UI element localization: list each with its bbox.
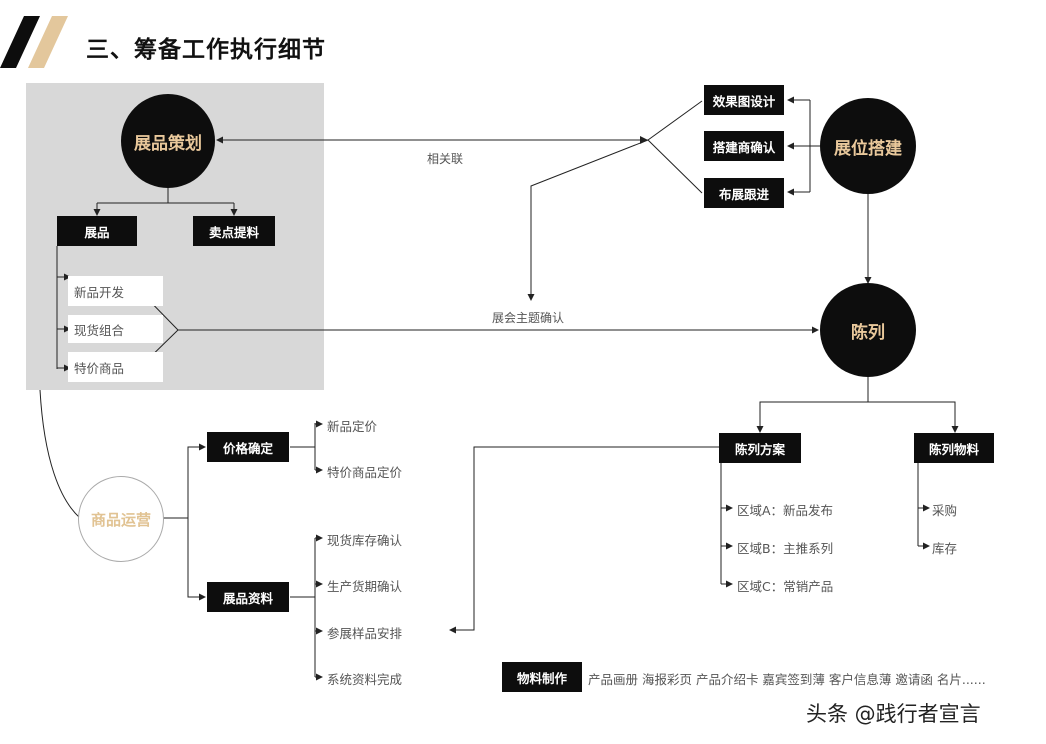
price-item-special: 特价商品定价	[327, 465, 403, 480]
display-material-item-stock: 库存	[932, 541, 958, 556]
data-item-sample: 参展样品安排	[327, 626, 403, 641]
booth-item-builder: 搭建商确认	[704, 131, 784, 161]
data-box: 展品资料	[207, 582, 289, 612]
planning-circle: 展品策划	[121, 94, 215, 188]
operation-circle: 商品运营	[78, 476, 164, 562]
planning-item-new: 新品开发	[68, 276, 163, 306]
theme-label: 展会主题确认	[492, 311, 565, 325]
display-plan-item-a: 区域A：新品发布	[737, 503, 834, 518]
planning-item-special: 特价商品	[68, 352, 163, 382]
related-label: 相关联	[427, 152, 464, 166]
exhibit-box: 展品	[57, 216, 137, 246]
materials-box: 物料制作	[502, 662, 582, 692]
title-decoration	[0, 16, 68, 68]
data-item-system: 系统资料完成	[327, 672, 403, 687]
booth-item-design: 效果图设计	[704, 85, 784, 115]
display-plan-item-b: 区域B：主推系列	[737, 541, 834, 556]
price-box: 价格确定	[207, 432, 289, 462]
watermark: 头条 @践行者宣言	[806, 702, 981, 726]
page-title: 三、筹备工作执行细节	[86, 37, 326, 63]
price-item-new: 新品定价	[327, 419, 378, 434]
display-plan-item-c: 区域C：常销产品	[737, 579, 834, 594]
selling-point-box: 卖点提料	[193, 216, 275, 246]
display-material-item-purchase: 采购	[932, 503, 958, 518]
display-material-box: 陈列物料	[914, 433, 994, 463]
display-plan-box: 陈列方案	[719, 433, 801, 463]
booth-circle: 展位搭建	[820, 98, 916, 194]
display-circle: 陈列	[820, 283, 916, 377]
booth-item-followup: 布展跟进	[704, 178, 784, 208]
materials-list: 产品画册 海报彩页 产品介绍卡 嘉宾签到薄 客户信息薄 邀请函 名片......	[588, 672, 986, 687]
data-item-leadtime: 生产货期确认	[327, 579, 403, 594]
data-item-stock: 现货库存确认	[327, 533, 403, 548]
planning-item-combo: 现货组合	[68, 315, 163, 343]
